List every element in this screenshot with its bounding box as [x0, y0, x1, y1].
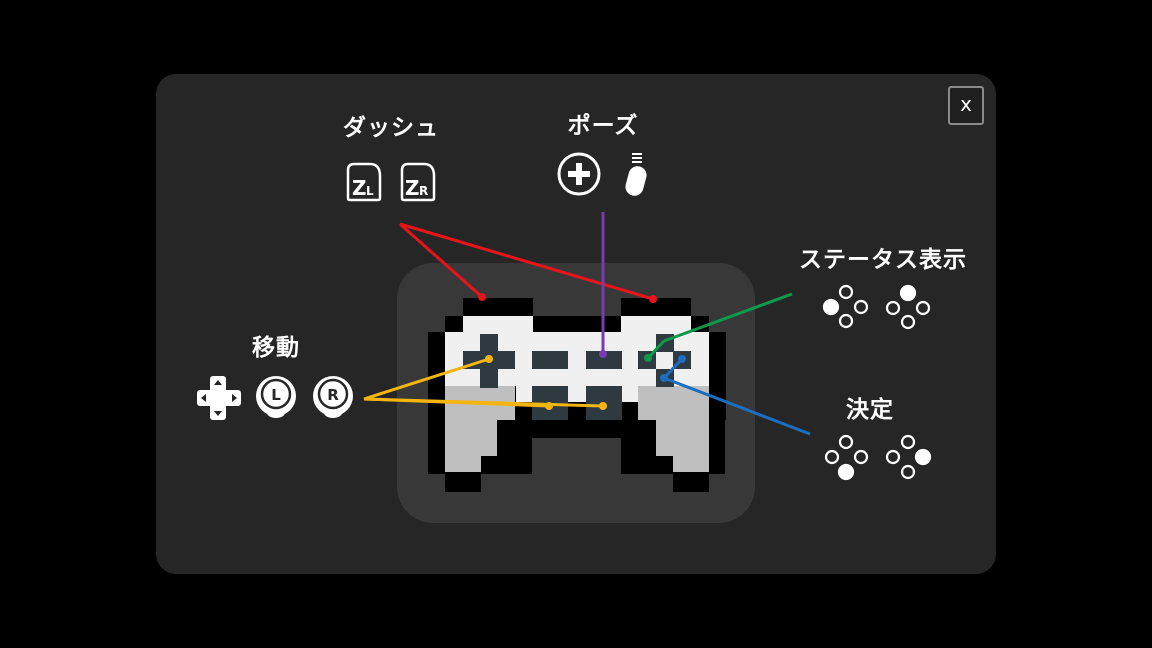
svg-text:R: R [327, 386, 339, 404]
svg-text:Z: Z [405, 176, 420, 200]
pause-label: ポーズ [567, 113, 639, 139]
status-label: ステータス表示 [799, 247, 967, 273]
plus-icon [557, 152, 601, 196]
r-stick-icon: R [313, 376, 353, 418]
confirm-dot-a [678, 355, 686, 363]
dash-label: ダッシュ [343, 115, 439, 141]
confirm-dot-b [660, 374, 668, 382]
move-lines [363, 357, 604, 408]
controller-sprite [428, 298, 726, 492]
svg-text:L: L [366, 184, 374, 198]
dash-lines [399, 222, 654, 301]
move-dot-dpad [485, 355, 493, 363]
move-dot-lstick [545, 402, 553, 410]
svg-text:R: R [419, 184, 428, 198]
status-lines [646, 292, 793, 360]
face-buttons-b-icon [824, 434, 869, 481]
minus-joycon-icon [625, 153, 647, 196]
face-buttons-y-icon [822, 284, 869, 329]
dash-dot-left [478, 293, 486, 301]
face-buttons-x-icon [885, 284, 931, 330]
move-label: 移動 [252, 335, 300, 361]
dpad-icon [197, 376, 241, 420]
zl-icon: Z L [346, 162, 382, 202]
close-button[interactable]: x [948, 86, 984, 125]
move-dot-rstick [599, 402, 607, 410]
svg-text:Z: Z [352, 176, 367, 200]
status-dot [644, 354, 652, 362]
face-buttons-a-icon [885, 434, 932, 480]
confirm-label: 決定 [846, 397, 894, 423]
svg-text:L: L [271, 386, 281, 404]
pause-dot [599, 350, 607, 358]
zr-icon: Z R [400, 162, 436, 202]
l-stick-icon: L [256, 376, 296, 418]
dash-dot-right [649, 295, 657, 303]
